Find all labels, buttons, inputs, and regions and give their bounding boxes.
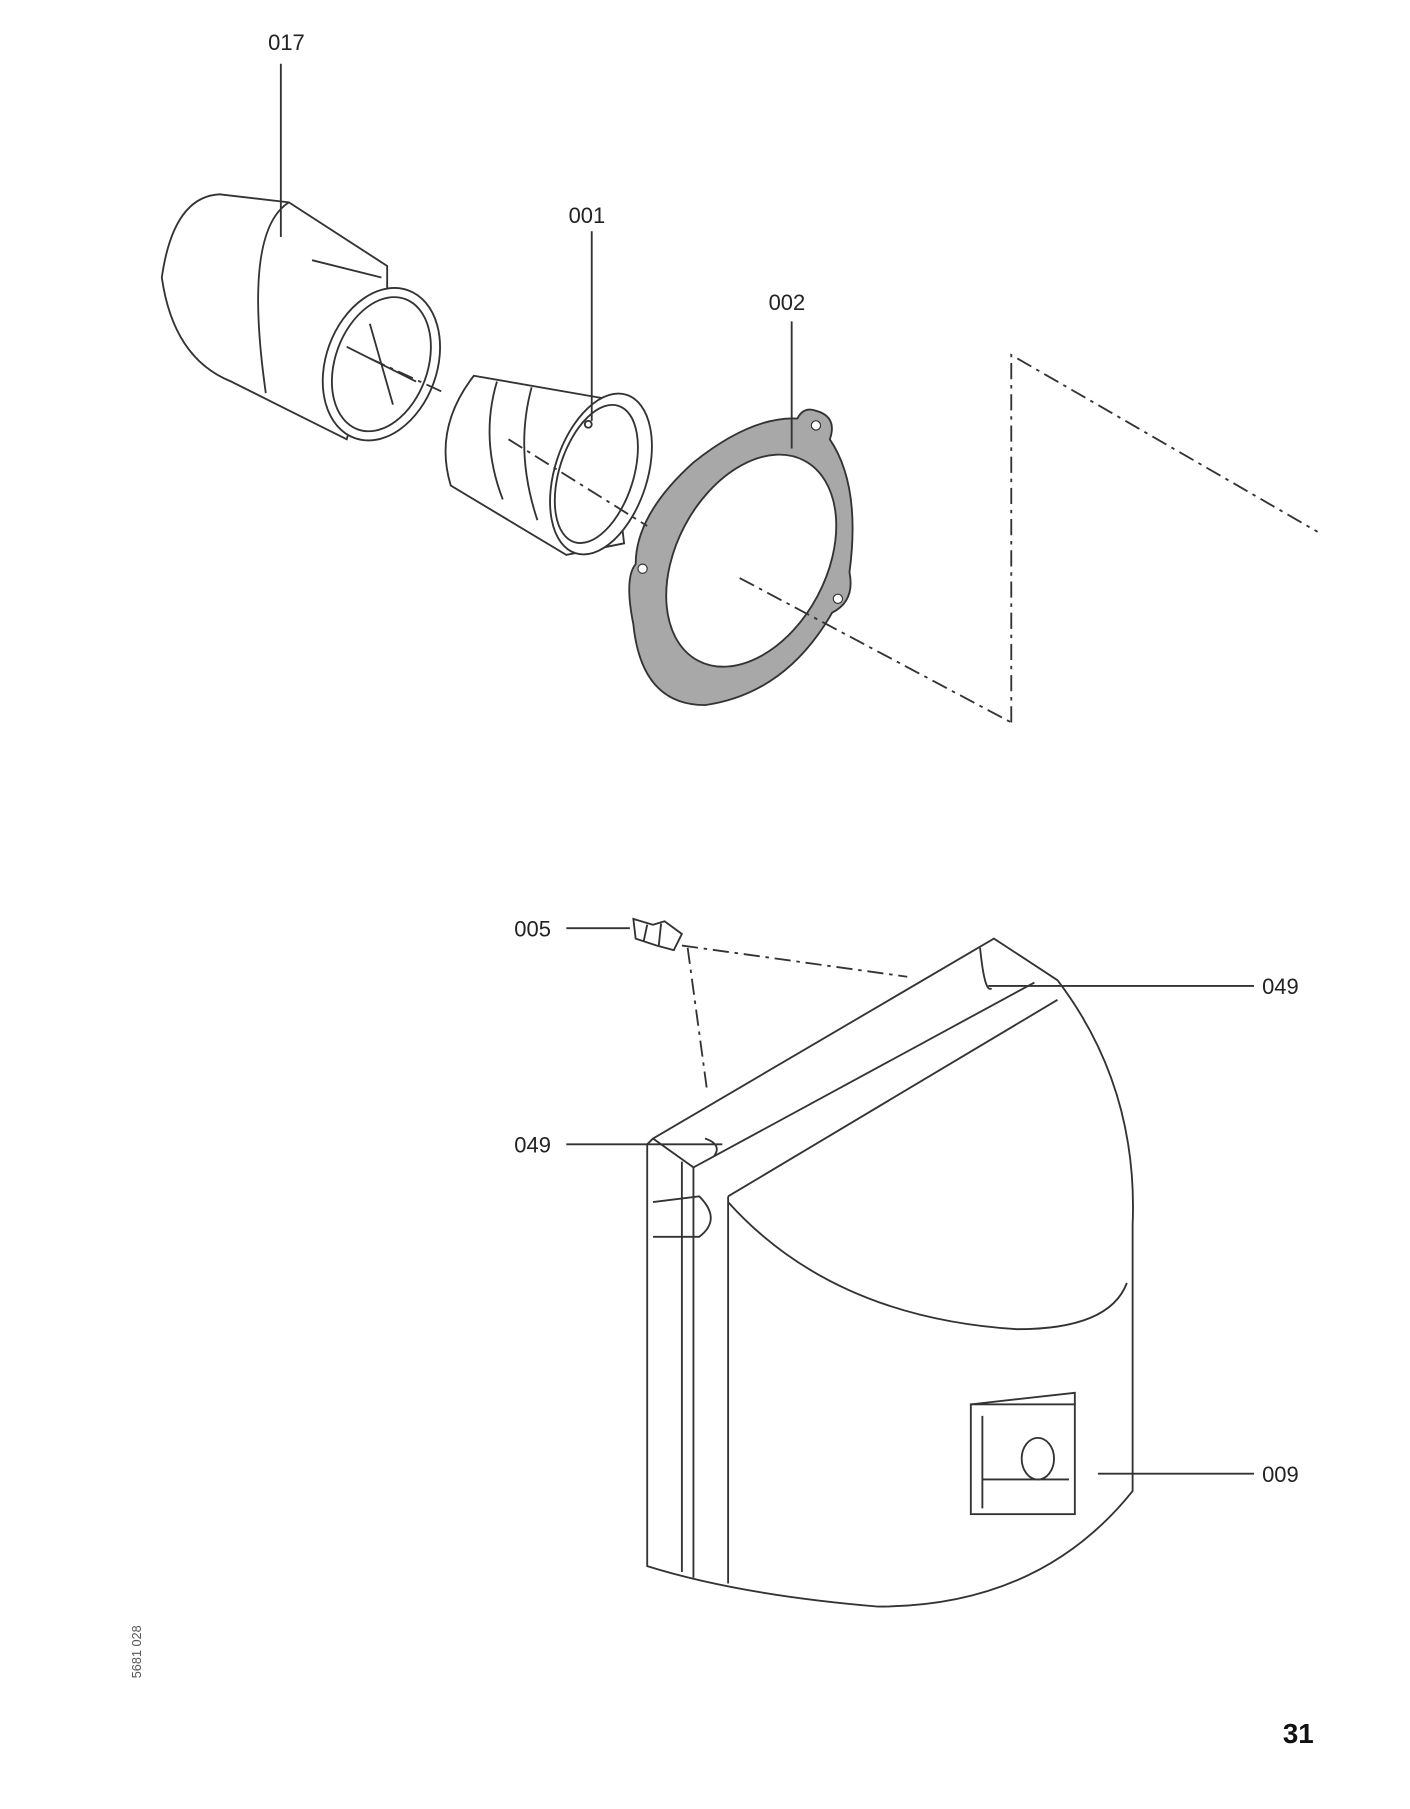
drawing-code: 5681 028 bbox=[129, 1625, 144, 1678]
part-001-nozzle bbox=[444, 374, 653, 556]
screw-axis-lines bbox=[681, 944, 908, 1093]
label-009: 009 bbox=[1262, 1462, 1299, 1487]
label-017: 017 bbox=[268, 30, 305, 55]
label-002: 002 bbox=[769, 290, 806, 315]
label-001: 001 bbox=[569, 203, 606, 228]
part-017-tube bbox=[160, 193, 441, 442]
part-002-gasket bbox=[628, 408, 854, 707]
label-005: 005 bbox=[514, 916, 551, 941]
part-009-burner-housing bbox=[646, 937, 1134, 1608]
label-049-right: 049 bbox=[1262, 974, 1299, 999]
page-number: 31 bbox=[1283, 1718, 1314, 1749]
label-049-left: 049 bbox=[514, 1132, 551, 1157]
part-005-screw bbox=[632, 917, 684, 952]
assembly-axis-lines bbox=[369, 353, 1319, 724]
